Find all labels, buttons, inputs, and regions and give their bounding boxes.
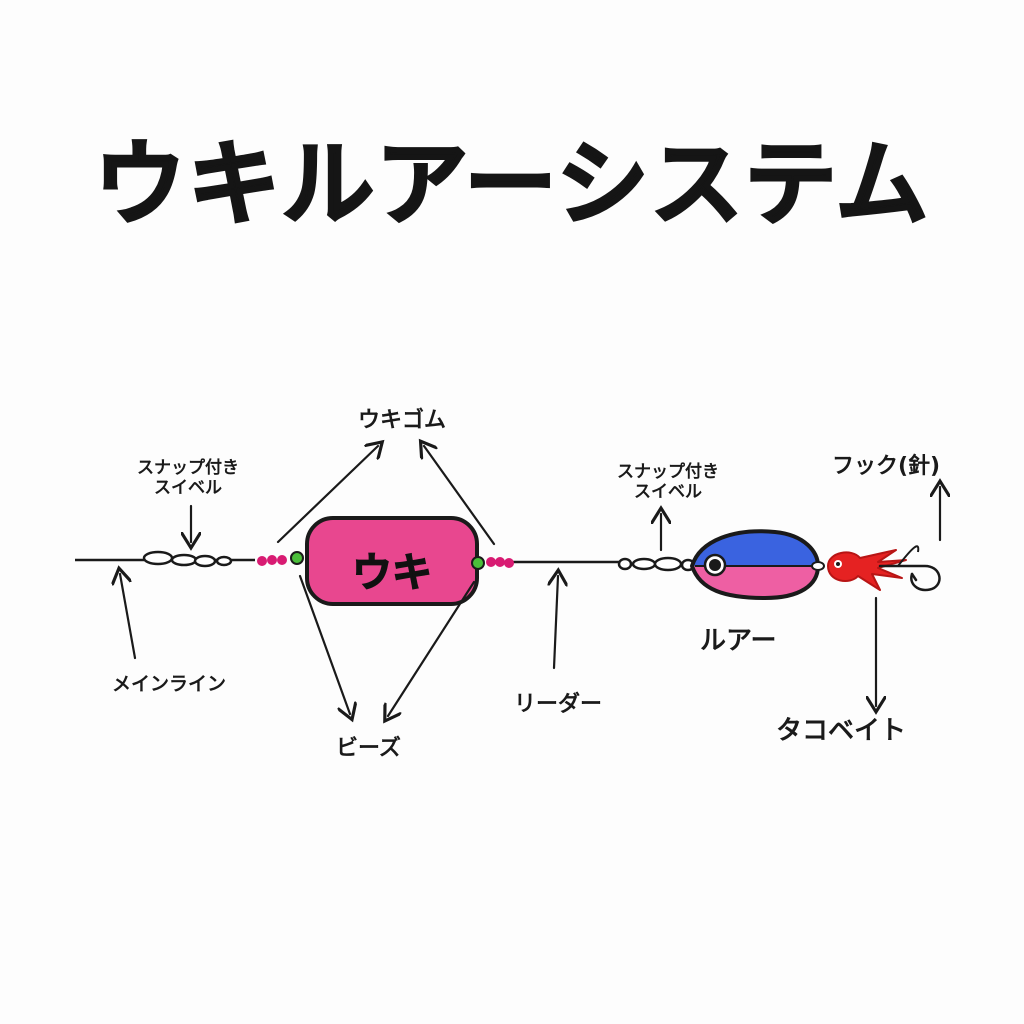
right-beads (471, 556, 514, 570)
lure (689, 529, 825, 601)
right-snap-swivel (617, 556, 696, 572)
tako-bait (827, 549, 907, 591)
arrow-float-rubber-left (276, 446, 378, 544)
label-beads: ビーズ (336, 736, 401, 761)
left-beads (257, 551, 304, 566)
arrow-main-line (120, 574, 137, 660)
label-right-snap-swivel: スナップ付き スイベル (617, 462, 719, 502)
hook (878, 564, 941, 592)
arrow-beads-right (388, 580, 476, 716)
left-snap-swivel (142, 550, 233, 568)
label-float-rubber: ウキゴム (358, 408, 447, 433)
label-left-snap-swivel: スナップ付き スイベル (137, 458, 239, 498)
label-leader: リーダー (514, 692, 603, 717)
arrow-leader (554, 576, 558, 670)
label-tako-bait: タコベイト (776, 716, 907, 746)
float-label: ウキ (351, 549, 433, 597)
arrow-float-rubber-right (424, 446, 496, 546)
diagram-title: ウキルアーシステム (93, 130, 930, 240)
label-main-line: メインライン (112, 673, 227, 695)
arrow-beads-left (298, 574, 350, 714)
label-lure: ルアー (700, 626, 777, 656)
label-hook: フック(針) (832, 454, 941, 479)
